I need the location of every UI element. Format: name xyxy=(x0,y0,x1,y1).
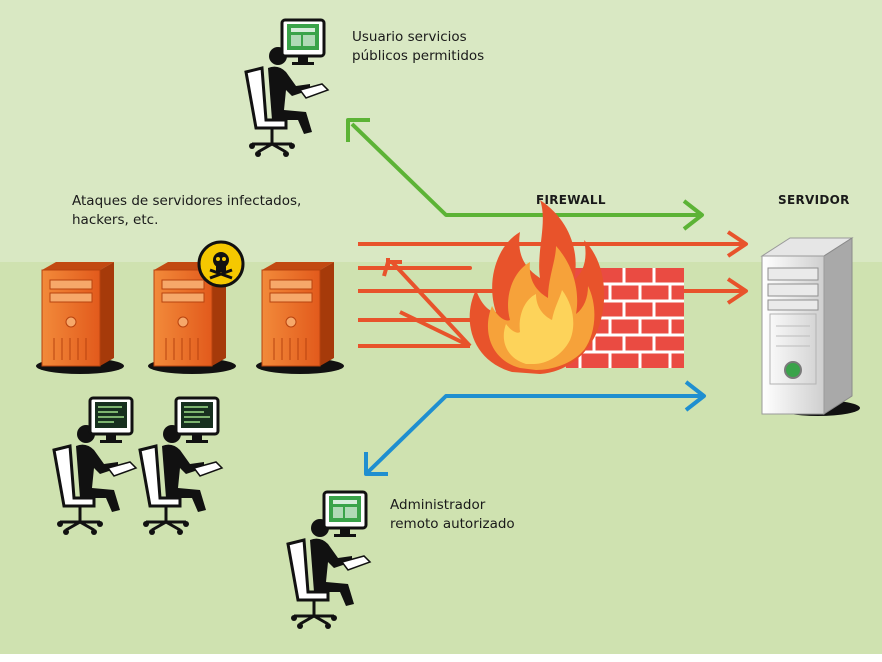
public-user-label-line2: públicos permitidos xyxy=(352,48,485,64)
attack-traffic-arrows xyxy=(358,230,748,348)
skull-crossbones-icon xyxy=(197,240,245,288)
attacks-label-line1: Ataques de servidores infectados, xyxy=(72,193,302,209)
admin-label-line2: remoto autorizado xyxy=(390,516,515,532)
server-label: SERVIDOR xyxy=(778,193,850,207)
server-tower-icon xyxy=(760,237,860,416)
public-user-label: Usuario servicios públicos permitidos xyxy=(352,28,484,66)
allowed-traffic-arrow xyxy=(346,118,704,231)
firewall-label: FIREWALL xyxy=(536,193,606,207)
admin-label-line1: Administrador xyxy=(390,497,486,513)
infected-server-1 xyxy=(35,261,125,375)
attacks-label-line2: hackers, etc. xyxy=(72,212,159,228)
admin-label: Administrador remoto autorizado xyxy=(390,496,515,534)
admin-traffic-arrow xyxy=(364,380,706,476)
background-upper xyxy=(0,0,882,262)
public-user-label-line1: Usuario servicios xyxy=(352,29,467,45)
fire-icon xyxy=(469,200,605,374)
infected-server-3 xyxy=(255,261,345,375)
attacks-label: Ataques de servidores infectados, hacker… xyxy=(72,192,301,230)
